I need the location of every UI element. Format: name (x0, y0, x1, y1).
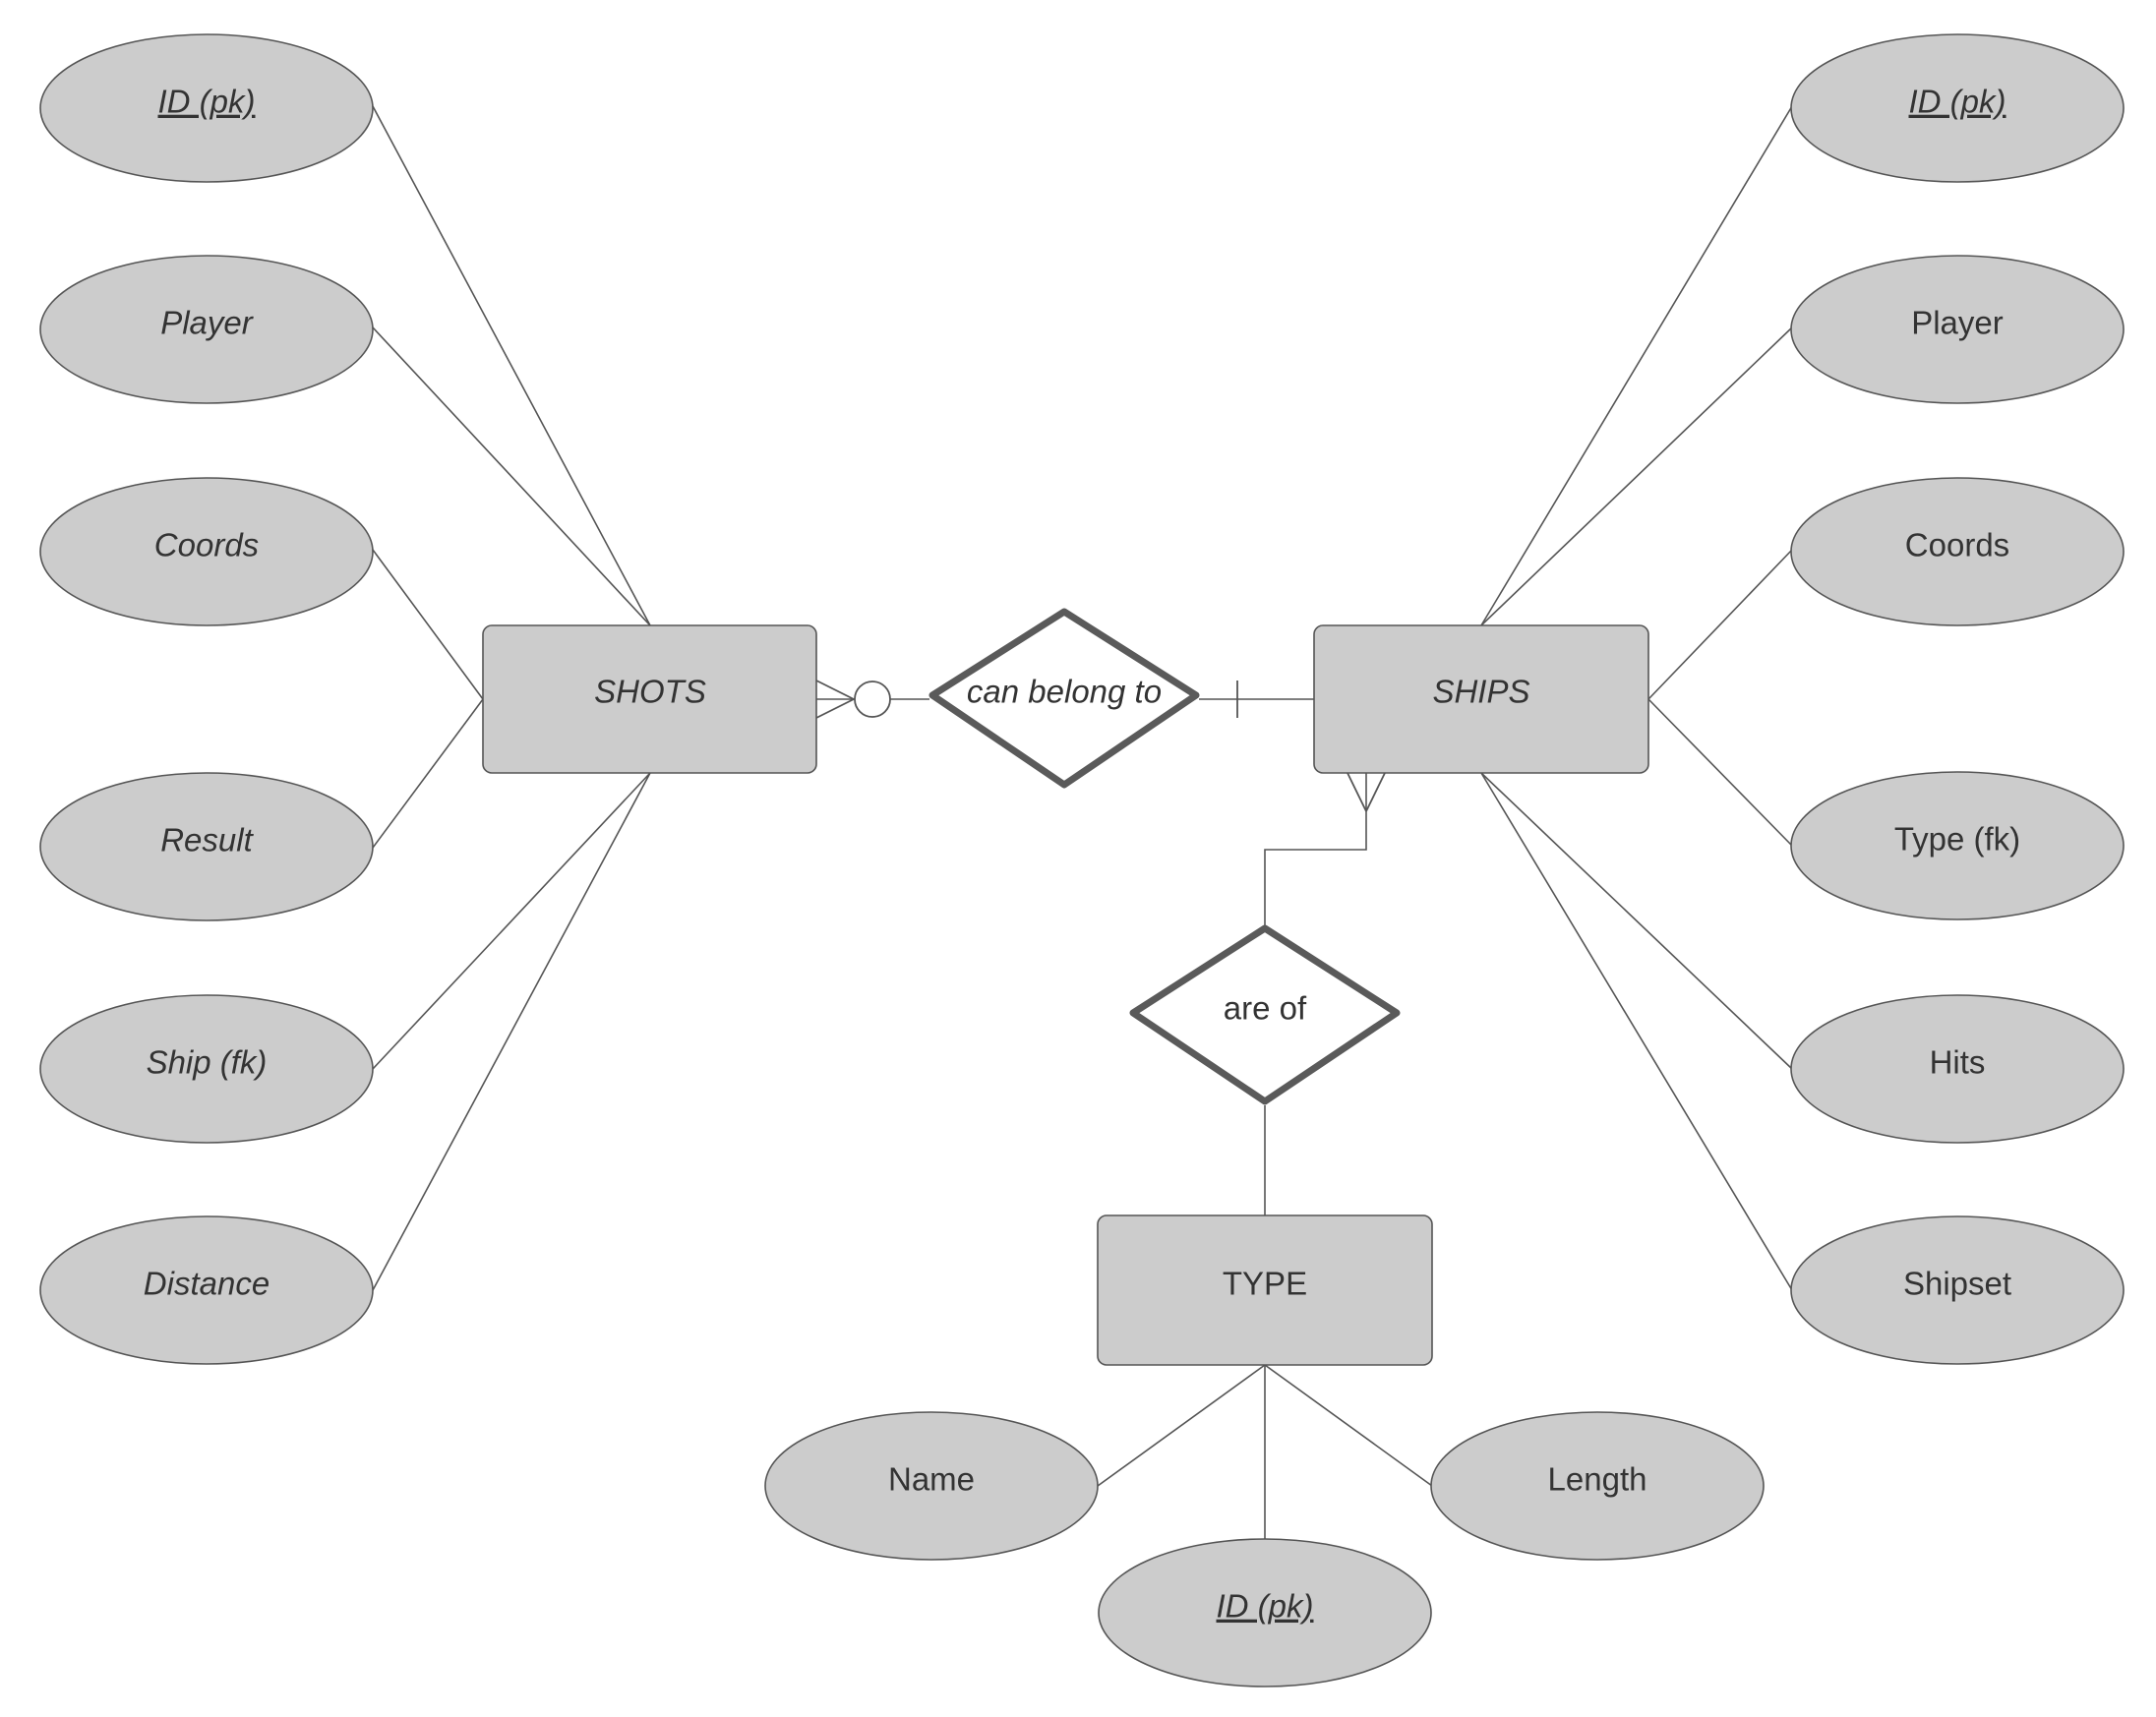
relationship-can-belong-to[interactable]: can belong to (928, 608, 1200, 789)
edge-ships-type (1647, 698, 1793, 847)
attribute-type-name-label: Name (888, 1461, 975, 1498)
entity-shots-label: SHOTS (594, 674, 706, 710)
attribute-shots-result[interactable]: Result (39, 772, 374, 921)
entity-type-label: TYPE (1223, 1266, 1307, 1302)
ships-crows-foot-notation (1347, 772, 1386, 812)
edge-shots-distance (372, 772, 651, 1291)
edge-shots-player (372, 326, 651, 626)
attribute-ships-hits-label: Hits (1930, 1044, 1986, 1081)
attribute-type-length[interactable]: Length (1430, 1411, 1765, 1561)
edge-ships-shipset (1480, 772, 1793, 1291)
attribute-shots-id-label: ID (pk) (158, 84, 256, 120)
edge-shots-coords (372, 549, 484, 700)
entity-ships-label: SHIPS (1432, 674, 1529, 710)
attribute-shots-ship[interactable]: Ship (fk) (39, 994, 374, 1144)
attribute-shots-distance[interactable]: Distance (39, 1215, 374, 1365)
edge-ships-hits (1480, 772, 1793, 1070)
attribute-ships-coords-label: Coords (1905, 527, 2009, 563)
attribute-type-id-label: ID (pk) (1217, 1588, 1314, 1625)
attribute-shots-result-label: Result (160, 822, 254, 858)
crows-foot-lower (815, 698, 855, 719)
edge-shots-ship (372, 772, 651, 1070)
edge-shots-result (372, 698, 484, 849)
entity-ships[interactable]: SHIPS (1313, 624, 1649, 774)
connector-lines (372, 105, 1793, 1539)
entity-type[interactable]: TYPE (1097, 1214, 1433, 1366)
attribute-ships-shipset[interactable]: Shipset (1790, 1215, 2125, 1365)
attribute-shots-coords[interactable]: Coords (39, 477, 374, 626)
attribute-ships-shipset-label: Shipset (1903, 1266, 2011, 1302)
edge-type-length (1264, 1364, 1433, 1487)
zero-circle (854, 681, 891, 718)
relationship-are-of[interactable]: are of (1129, 924, 1401, 1105)
edge-shots-id (372, 105, 651, 626)
attribute-ships-type-label: Type (fk) (1894, 821, 2020, 858)
attribute-shots-distance-label: Distance (144, 1266, 270, 1302)
attribute-shots-coords-label: Coords (154, 527, 259, 563)
shots-crows-foot-notation (815, 680, 891, 719)
attribute-ships-player-label: Player (1911, 305, 2004, 341)
attribute-ships-coords[interactable]: Coords (1790, 477, 2125, 626)
edge-ships-player (1480, 326, 1793, 626)
attribute-ships-type[interactable]: Type (fk) (1790, 771, 2125, 920)
edge-ships-coords (1647, 549, 1793, 700)
relationship-are-of-label: are of (1224, 990, 1307, 1027)
attribute-type-name[interactable]: Name (764, 1411, 1099, 1561)
attribute-ships-player[interactable]: Player (1790, 255, 2125, 404)
attribute-shots-ship-label: Ship (fk) (147, 1044, 268, 1081)
attribute-type-length-label: Length (1548, 1461, 1647, 1498)
entity-shots[interactable]: SHOTS (482, 624, 817, 774)
crows-foot-upper (815, 680, 855, 700)
crows-foot-left (1347, 772, 1367, 812)
attribute-shots-id[interactable]: ID (pk) (39, 33, 374, 183)
attribute-ships-id[interactable]: ID (pk) (1790, 33, 2125, 183)
attribute-ships-hits[interactable]: Hits (1790, 994, 2125, 1144)
crows-foot-right (1365, 772, 1386, 812)
attribute-shots-player-label: Player (160, 305, 255, 341)
attribute-ships-id-label: ID (pk) (1909, 84, 2006, 120)
attribute-shots-player[interactable]: Player (39, 255, 374, 404)
relationship-can-belong-to-label: can belong to (967, 674, 1162, 710)
edge-ships-are-of (1264, 773, 1367, 927)
edge-type-name (1097, 1364, 1266, 1487)
edge-ships-id (1480, 105, 1793, 626)
attribute-type-id[interactable]: ID (pk) (1098, 1538, 1432, 1687)
